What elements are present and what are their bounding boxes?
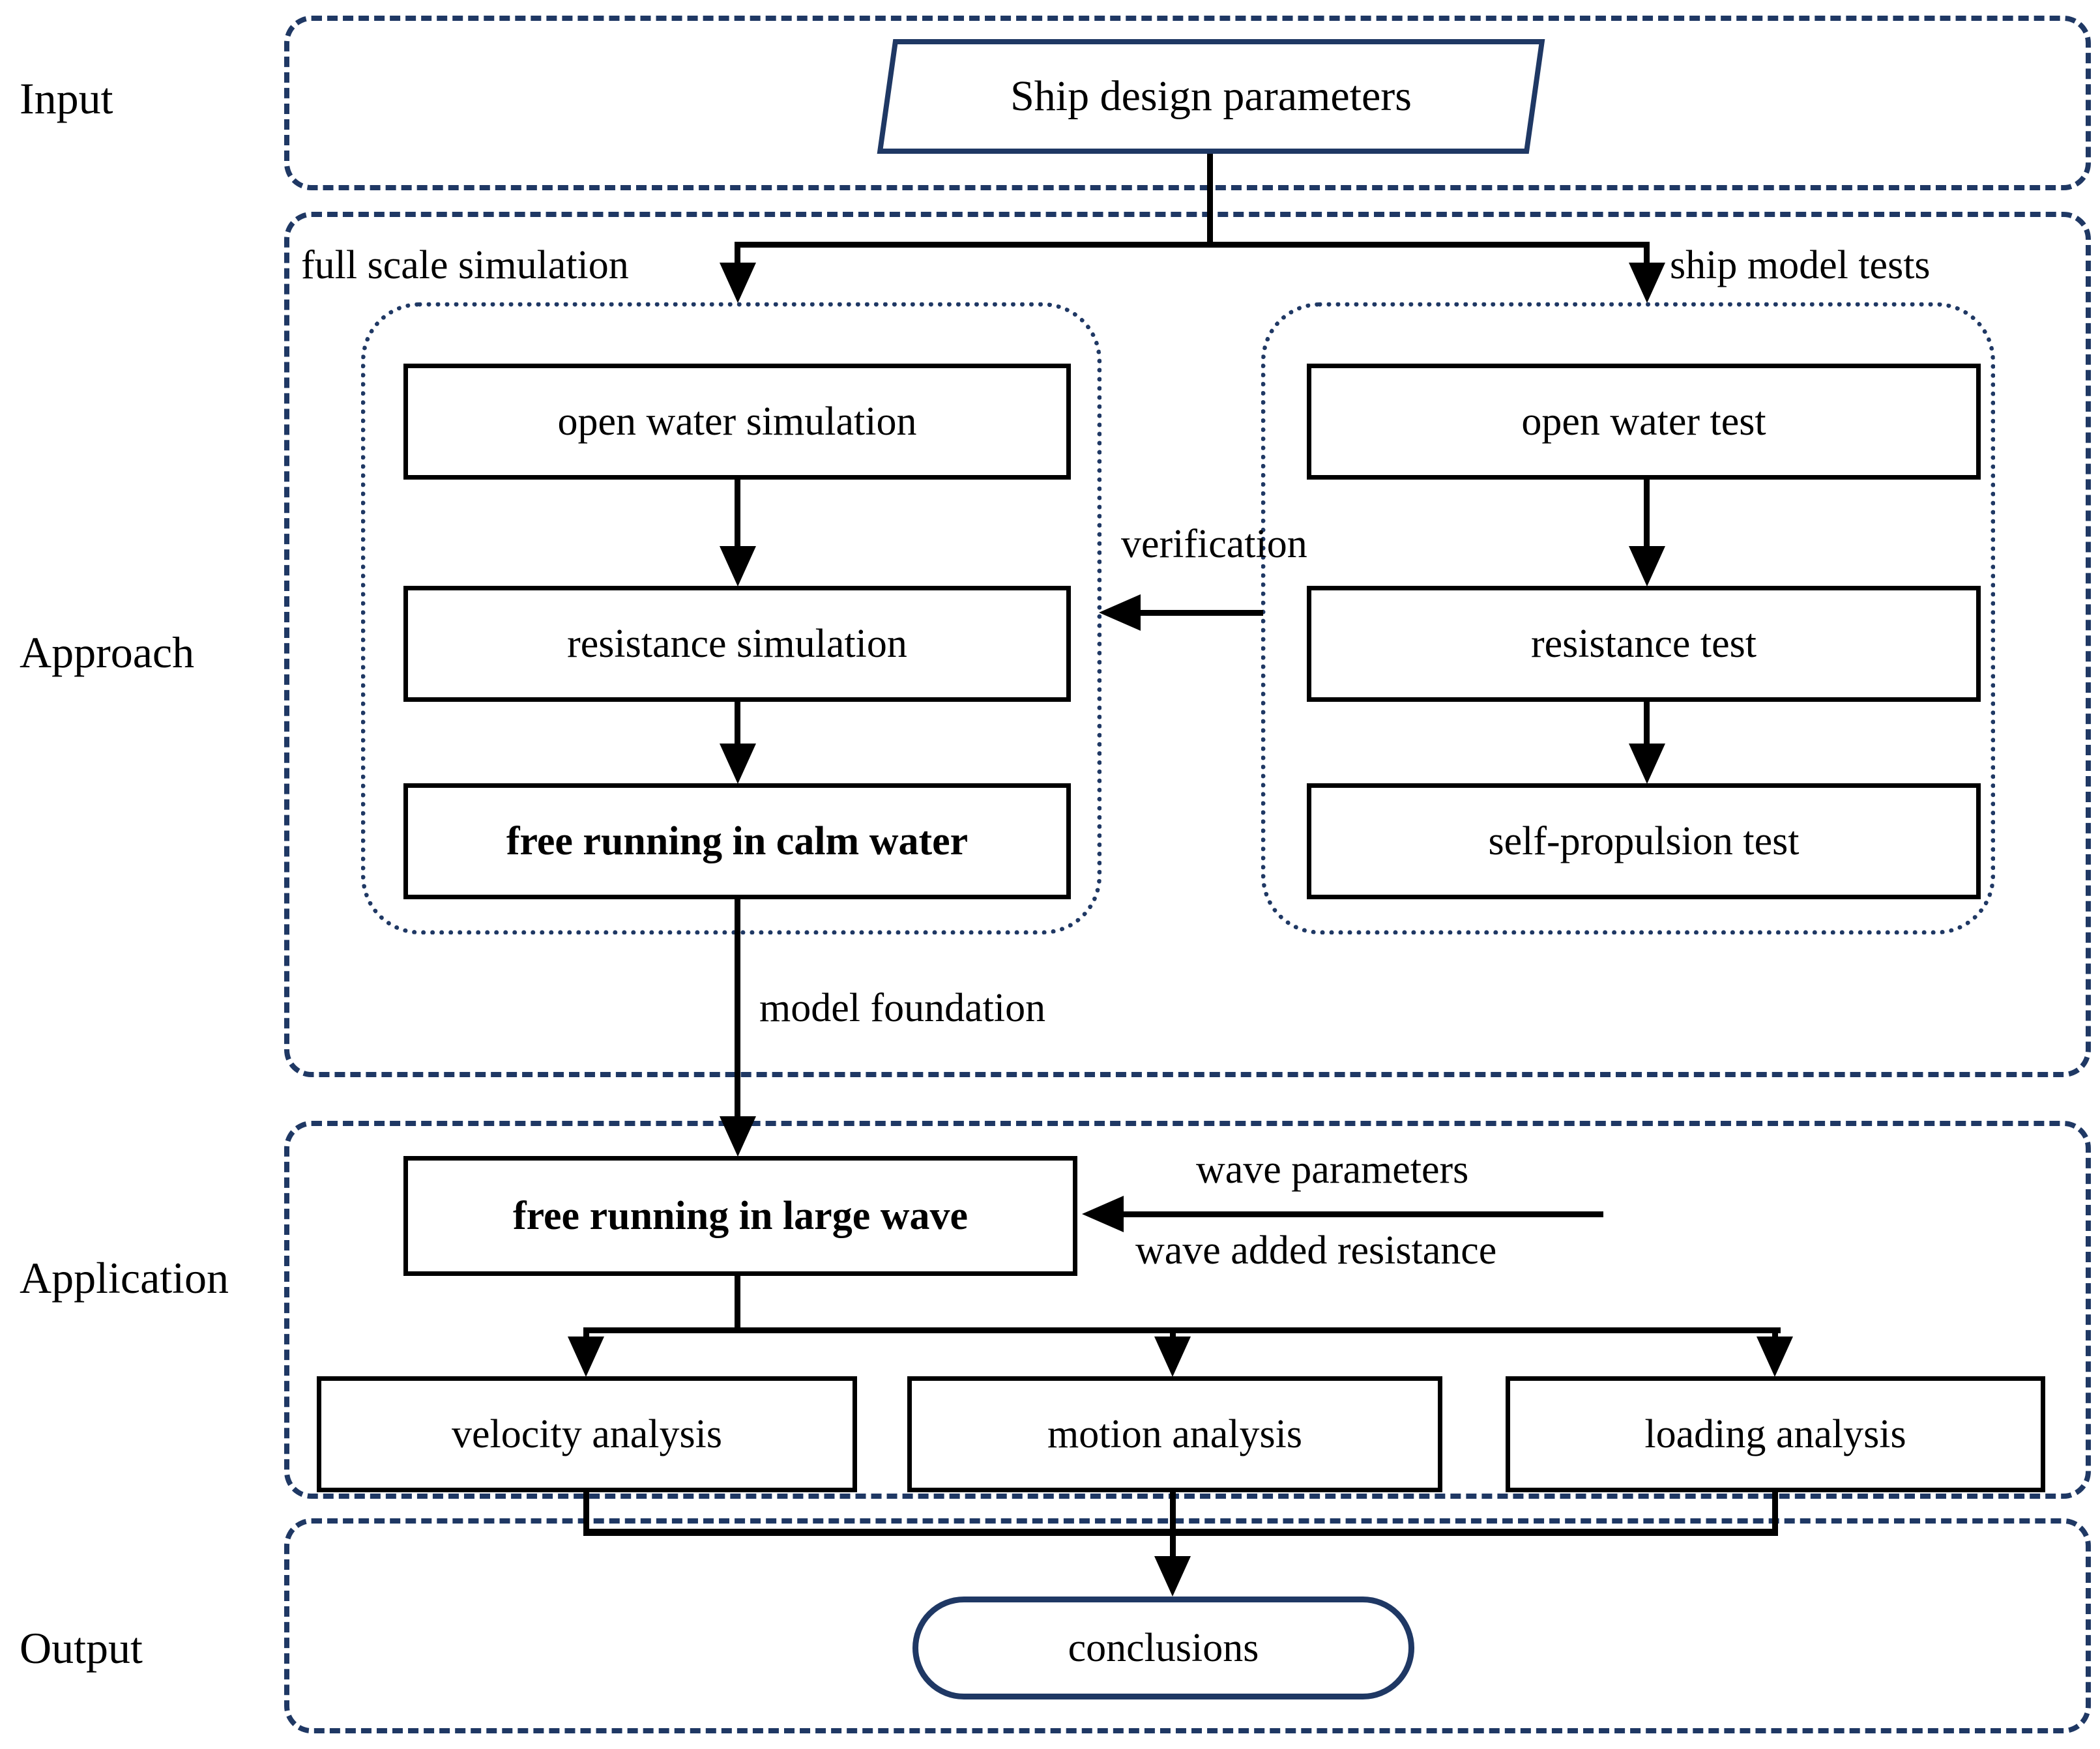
line-restest-selfprop (1644, 701, 1650, 747)
line-wave-input (1116, 1211, 1603, 1217)
annotation-verification: verification (1121, 522, 1307, 566)
section-label-approach: Approach (20, 628, 195, 677)
line-params-down (1207, 152, 1213, 243)
arrowhead-wave-input (1082, 1196, 1124, 1232)
section-label-output: Output (20, 1623, 143, 1673)
section-label-application: Application (20, 1253, 229, 1303)
line-largewave-down (735, 1275, 740, 1333)
motion-analysis-node: motion analysis (907, 1376, 1442, 1492)
arrowhead-to-tests-group (1629, 263, 1665, 303)
velocity-analysis-node: velocity analysis (317, 1376, 857, 1492)
arrowhead-ressim (720, 546, 756, 586)
resistance-simulation-node: resistance simulation (403, 586, 1071, 702)
resistance-test-node: resistance test (1307, 586, 1981, 702)
line-model-foundation (735, 899, 740, 1118)
input-region (284, 16, 2091, 190)
open-water-simulation-node: open water simulation (403, 364, 1071, 480)
section-label-input: Input (20, 74, 113, 123)
line-branch-left (735, 242, 740, 268)
annotation-full-scale-simulation: full scale simulation (301, 243, 629, 287)
free-running-calm-water-node: free running in calm water (403, 783, 1071, 899)
self-propulsion-test-node: self-propulsion test (1307, 783, 1981, 899)
open-water-test-node: open water test (1307, 364, 1981, 480)
line-stub-loading (1772, 1327, 1778, 1342)
annotation-wave-added-resistance: wave added resistance (1135, 1228, 1497, 1273)
arrowhead-calm (720, 744, 756, 784)
line-join-horizontal (583, 1529, 1778, 1536)
arrowhead-selfprop (1629, 744, 1665, 784)
line-loading-down (1772, 1492, 1778, 1535)
arrowhead-to-simulation-group (720, 263, 756, 303)
line-stub-motion (1170, 1327, 1176, 1342)
annotation-wave-parameters: wave parameters (1196, 1148, 1469, 1192)
arrowhead-verification (1099, 594, 1141, 631)
line-branch-horizontal (735, 242, 1650, 248)
line-owtest-restest (1644, 479, 1650, 549)
arrowhead-restest (1629, 546, 1665, 586)
annotation-ship-model-tests: ship model tests (1670, 243, 1931, 287)
line-motion-down (1170, 1492, 1176, 1557)
ship-model-tests-group (1261, 302, 1995, 934)
line-verification (1139, 610, 1263, 616)
line-velocity-down (583, 1492, 589, 1535)
loading-analysis-node: loading analysis (1506, 1376, 2045, 1492)
line-analysis-branch (583, 1327, 1781, 1333)
free-running-large-wave-node: free running in large wave (403, 1156, 1077, 1276)
annotation-model-foundation: model foundation (759, 986, 1046, 1030)
line-owsim-ressim (735, 479, 740, 549)
arrowhead-loading (1757, 1337, 1793, 1377)
line-ressim-calm (735, 701, 740, 747)
arrowhead-conclusions (1154, 1556, 1191, 1597)
conclusions-node: conclusions (912, 1597, 1414, 1699)
arrowhead-motion (1154, 1337, 1191, 1377)
line-branch-right (1644, 242, 1650, 268)
ship-design-parameters-node: Ship design parameters (1010, 72, 1412, 120)
application-region (284, 1121, 2091, 1499)
output-region (284, 1518, 2091, 1733)
line-stub-velocity (583, 1327, 589, 1342)
arrowhead-large-wave (720, 1116, 756, 1157)
arrowhead-velocity (568, 1337, 604, 1377)
approach-region (284, 212, 2091, 1077)
